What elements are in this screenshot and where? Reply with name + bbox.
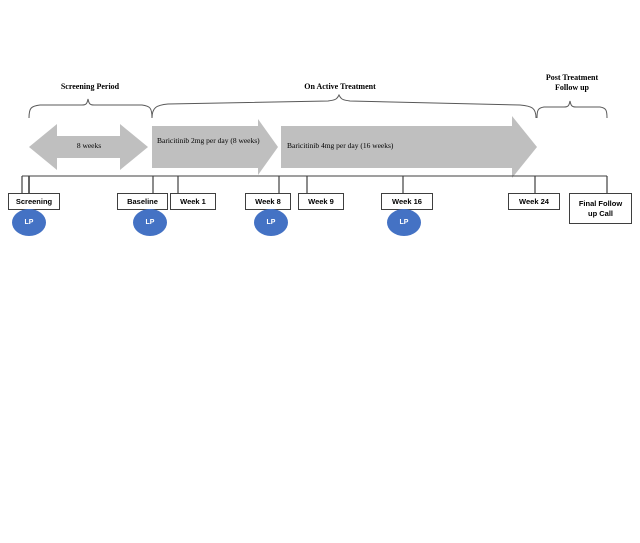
brace-on-active-treatment: [151, 93, 537, 119]
milestone-box-final-follow-up-call[interactable]: Final Follow up Call: [569, 193, 632, 224]
lp-marker-week8: LP: [254, 209, 288, 236]
milestone-box-screening[interactable]: Screening: [8, 193, 60, 210]
milestone-box-week8[interactable]: Week 8: [245, 193, 291, 210]
milestone-box-week1[interactable]: Week 1: [170, 193, 216, 210]
lp-marker-week16: LP: [387, 209, 421, 236]
milestone-box-week16[interactable]: Week 16: [381, 193, 433, 210]
phase-arrow-label-screening-duration: 8 weeks: [76, 141, 102, 150]
milestone-box-week9[interactable]: Week 9: [298, 193, 344, 210]
phase-arrow-baricitinib-2mg: [152, 119, 278, 175]
phase-arrow-baricitinib-4mg: [281, 116, 537, 178]
section-label-on-active-treatment: On Active Treatment: [304, 82, 376, 91]
phase-arrow-label-baricitinib-4mg: Baricitinib 4mg per day (16 weeks): [287, 141, 394, 150]
phase-arrow-screening-duration: [29, 124, 148, 170]
milestone-box-week24[interactable]: Week 24: [508, 193, 560, 210]
milestone-box-baseline[interactable]: Baseline: [117, 193, 168, 210]
brace-screening-period: [28, 98, 153, 119]
section-label-screening-period: Screening Period: [60, 82, 120, 91]
phase-arrow-label-baricitinib-2mg: Baricitinib 2mg per day (8 weeks): [157, 136, 260, 145]
lp-marker-baseline: LP: [133, 209, 167, 236]
brace-post-treatment-follow-up: [536, 100, 608, 119]
timeline-tick-lines: [21, 176, 608, 194]
lp-marker-screening: LP: [12, 209, 46, 236]
section-label-post-treatment-follow-up: Post Treatment Follow up: [545, 73, 599, 92]
